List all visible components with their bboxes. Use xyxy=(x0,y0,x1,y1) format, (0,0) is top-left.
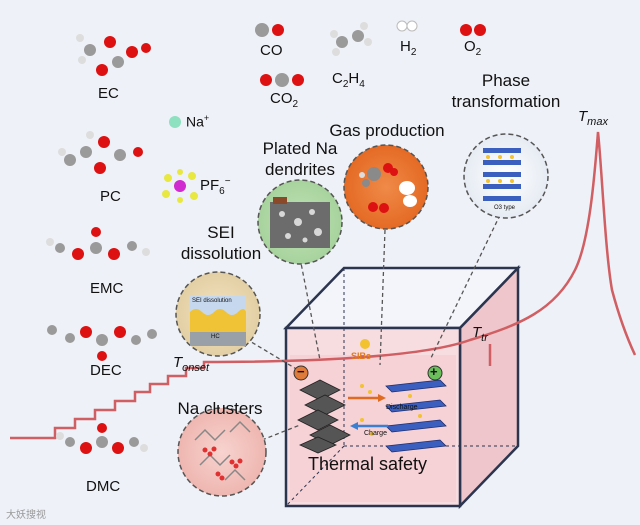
pc-molecule-icon xyxy=(58,131,143,174)
charge-label: Charge xyxy=(364,430,387,437)
c2h4-label: C2H4 xyxy=(332,70,365,90)
h2-label: H2 xyxy=(400,38,417,58)
plus-sign: + xyxy=(430,364,438,379)
co-molecule-icon xyxy=(255,23,284,37)
hard-carbon-anode xyxy=(297,379,351,454)
temperature-curve xyxy=(10,131,637,440)
o3-inset-label: O3 type xyxy=(494,205,516,211)
na-ion-icon xyxy=(169,116,181,128)
discharge-label: Discharge xyxy=(386,404,418,411)
emc-label: EMC xyxy=(90,280,124,297)
dmc-molecule-icon xyxy=(56,423,148,454)
sei-inset-label: SEI dissolution xyxy=(192,298,232,304)
watermark: 大妖搜视 xyxy=(6,510,46,521)
t-onset-label: Tonset xyxy=(173,354,210,374)
dmc-label: DMC xyxy=(86,478,121,495)
pc-label: PC xyxy=(100,188,121,205)
positive-terminal xyxy=(427,365,443,381)
dec-label: DEC xyxy=(90,362,122,379)
bulb-icon xyxy=(360,339,370,349)
o2-molecule-icon xyxy=(460,24,486,36)
pf6-ion-label: PF6− xyxy=(200,176,231,197)
na-ion-label: Na+ xyxy=(186,113,210,130)
c2h4-molecule-icon xyxy=(330,22,372,56)
layered-cathode xyxy=(385,379,447,453)
dec-molecule-icon xyxy=(47,325,157,361)
t-tr-label: Ttr xyxy=(472,324,488,344)
ec-molecule-icon xyxy=(76,34,151,76)
minus-sign: − xyxy=(297,364,305,379)
clusters-circle xyxy=(177,407,267,497)
negative-terminal xyxy=(293,365,309,381)
h2-molecule-icon xyxy=(396,20,418,32)
co2-label: CO2 xyxy=(270,90,299,110)
t-max-label: Tmax xyxy=(578,108,608,128)
emc-molecule-icon xyxy=(46,227,150,260)
pf6-ion-icon xyxy=(162,169,198,203)
ec-label: EC xyxy=(98,85,119,102)
hc-inset-label: HC xyxy=(211,334,220,340)
na-clusters-label: Na clusters xyxy=(177,399,263,418)
sib-label: SIBs xyxy=(351,351,372,361)
thermal-safety-label: Thermal safety xyxy=(308,454,428,474)
gas-circle xyxy=(343,144,429,230)
gas-production-label: Gas production xyxy=(329,121,445,140)
co2-molecule-icon xyxy=(260,73,304,87)
co-label: CO xyxy=(260,42,283,59)
o2-label: O2 xyxy=(464,38,482,58)
